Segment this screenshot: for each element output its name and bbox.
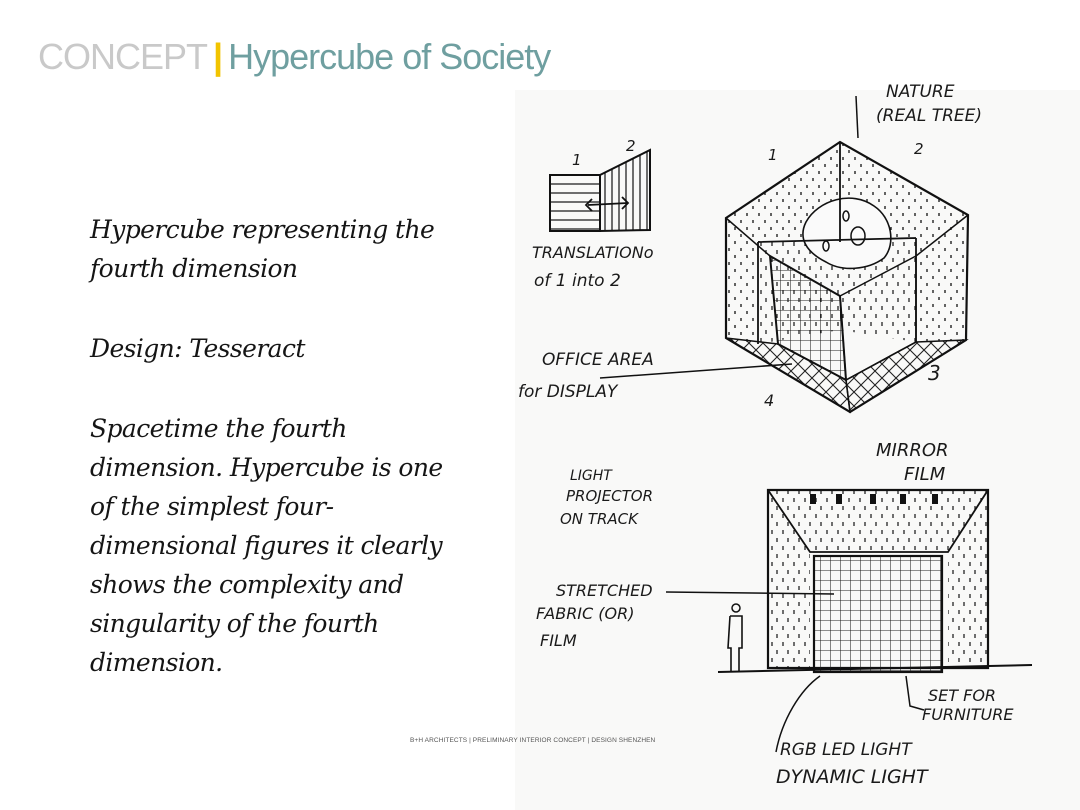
footer-text: B+H ARCHITECTS | PRELIMINARY INTERIOR CO… — [410, 737, 656, 744]
nature-label-line1: NATURE — [886, 82, 955, 102]
rgb-label-line2: DYNAMIC LIGHT — [776, 766, 929, 788]
tesseract-cube-sketch: 1 2 3 4 NATURE (REAL TREE) OFFICE AREA f… — [518, 82, 982, 414]
furniture-label-line1: SET FOR — [928, 686, 996, 705]
mirror-label-line2: FILM — [904, 464, 946, 485]
concept-description: Hypercube representing the fourth dimens… — [90, 210, 450, 682]
projector-label-line2: PROJECTOR — [566, 487, 653, 505]
office-label-line2: for DISPLAY — [518, 382, 619, 402]
translation-diagram: 1 2 TRANSLATIONo of 1 into 2 — [532, 137, 654, 291]
page-title: CONCEPT|Hypercube of Society — [38, 36, 551, 78]
fabric-label-line3: FILM — [540, 631, 577, 650]
cube-label-3: 3 — [928, 361, 941, 385]
cube-label-4: 4 — [764, 391, 774, 410]
cube-label-2: 2 — [914, 140, 924, 158]
nature-label-line2: (REAL TREE) — [876, 106, 982, 126]
description-paragraph-1: Hypercube representing the fourth dimens… — [90, 215, 435, 283]
title-concept: CONCEPT — [38, 36, 208, 77]
elevation-sketch: MIRROR FILM LIGHT PROJECTOR ON TRACK STR… — [536, 440, 1033, 788]
human-figure — [727, 603, 743, 672]
description-paragraph-3: Spacetime the fourth dimension. Hypercub… — [90, 414, 443, 677]
small-label-2: 2 — [626, 137, 636, 155]
office-label-line1: OFFICE AREA — [542, 350, 654, 370]
mirror-label-line1: MIRROR — [876, 440, 949, 461]
fabric-label-line2: FABRIC (OR) — [536, 604, 634, 623]
rgb-label-line1: RGB LED LIGHT — [780, 740, 913, 760]
small-label-1: 1 — [572, 151, 582, 169]
title-separator: | — [213, 36, 223, 77]
projector-label-line3: ON TRACK — [560, 510, 639, 528]
projector-label-line1: LIGHT — [570, 468, 613, 484]
cube-label-1: 1 — [768, 146, 778, 164]
description-paragraph-2: Design: Tesseract — [90, 334, 305, 363]
translation-label-line1: TRANSLATIONo — [532, 243, 654, 262]
title-main: Hypercube of Society — [228, 36, 551, 77]
fabric-label-line1: STRETCHED — [556, 581, 653, 600]
projector-marks — [810, 494, 938, 504]
translation-label-line2: of 1 into 2 — [534, 271, 621, 291]
furniture-label-line2: FURNITURE — [922, 705, 1014, 724]
